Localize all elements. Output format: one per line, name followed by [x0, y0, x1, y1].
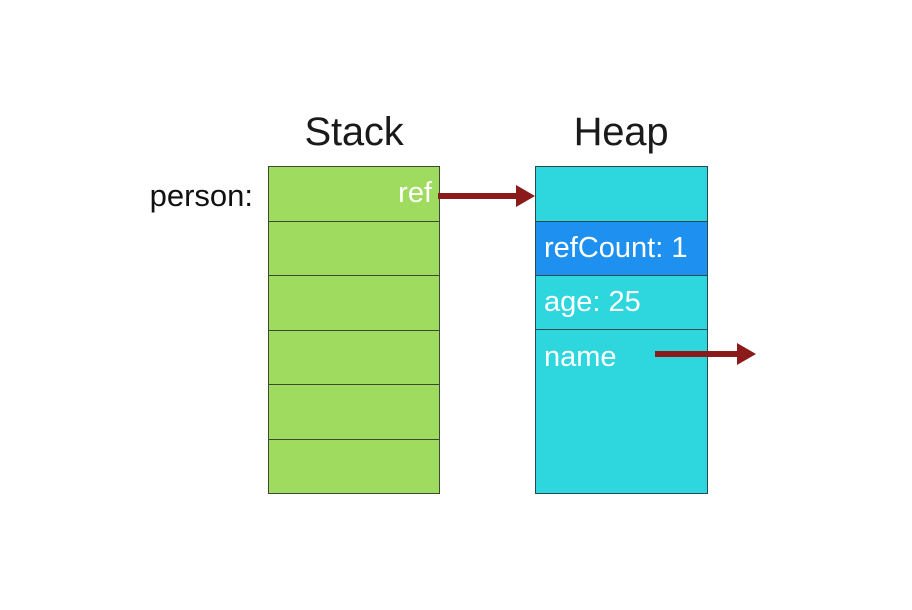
- heap-field-name: name: [536, 330, 707, 493]
- stack-slot-4: [269, 385, 439, 440]
- stack-slot-0: ref: [269, 167, 439, 222]
- heap-object-header: [536, 167, 707, 222]
- stack-slot-2: [269, 276, 439, 331]
- stack-slot-1: [269, 221, 439, 276]
- stack-slot-0-label: ref: [398, 177, 432, 210]
- heap-field-refcount-label: refCount: 1: [544, 232, 688, 264]
- stack-column-title: Stack: [304, 110, 404, 154]
- arrow-ref-shaft: [438, 193, 520, 199]
- stack-column: ref: [268, 166, 440, 494]
- heap-object: refCount: 1 age: 25 name: [535, 166, 708, 494]
- arrow-name-head-icon: [737, 343, 756, 365]
- stack-slot-3: [269, 330, 439, 385]
- heap-field-age: age: 25: [536, 276, 707, 330]
- heap-field-refcount: refCount: 1: [536, 222, 707, 276]
- heap-field-age-label: age: 25: [544, 286, 641, 318]
- arrow-name-shaft: [655, 351, 741, 357]
- arrow-ref-head-icon: [516, 185, 535, 207]
- heap-field-name-label: name: [544, 341, 617, 373]
- variable-label-person: person:: [149, 178, 253, 213]
- heap-column-title: Heap: [573, 110, 669, 154]
- stack-slot-5: [269, 439, 439, 493]
